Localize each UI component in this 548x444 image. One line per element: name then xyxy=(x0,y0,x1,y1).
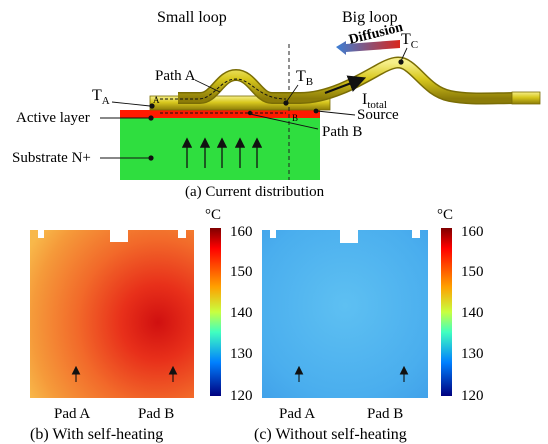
t-c-label: TC xyxy=(401,31,418,51)
map-b: °C 160 150 140 130 120 Pad A Pad B (b) W… xyxy=(30,207,253,443)
substrate-label: Substrate N+ xyxy=(12,150,91,166)
i-total-arrow xyxy=(324,75,367,95)
tick-c-140: 140 xyxy=(461,305,484,321)
source-label: Source xyxy=(357,107,399,123)
unit-c: °C xyxy=(437,207,453,223)
caption-a: (a) Current distribution xyxy=(185,184,325,200)
small-loop-label: Small loop xyxy=(157,9,227,26)
i-total-label: Itotal xyxy=(362,91,387,111)
path-a-label: Path A xyxy=(155,68,196,84)
pad-a-label-b: Pad A xyxy=(54,406,90,422)
map-c-heat xyxy=(262,230,428,398)
map-c: °C 160 150 140 130 120 Pad A Pad B (c) W… xyxy=(254,207,484,443)
wire-end xyxy=(511,91,541,105)
small-a-label: A xyxy=(153,95,160,105)
caption-c: (c) Without self-heating xyxy=(254,426,407,443)
big-loop-label: Big loop xyxy=(342,9,398,26)
substrate-dot xyxy=(148,155,154,161)
tick-b-140: 140 xyxy=(230,305,253,321)
caption-b: (b) With self-heating xyxy=(30,426,163,443)
substrate-block xyxy=(120,118,320,180)
pad-b-label-b: Pad B xyxy=(138,406,174,422)
t-a-dot xyxy=(149,103,155,109)
pad-a-label-c: Pad A xyxy=(279,406,315,422)
path-b-label: Path B xyxy=(322,124,362,140)
tick-c-150: 150 xyxy=(461,264,484,280)
small-b-label: B xyxy=(292,113,298,123)
active-layer-block xyxy=(120,110,320,118)
substrate-current-arrows xyxy=(181,137,263,168)
source-dot xyxy=(313,108,319,114)
t-c-dot xyxy=(398,59,404,65)
unit-b: °C xyxy=(205,207,221,223)
path-a-line xyxy=(160,78,287,100)
tick-b-160: 160 xyxy=(230,224,253,240)
tick-b-130: 130 xyxy=(230,346,253,362)
diffusion-arrow xyxy=(336,40,400,55)
tick-b-120: 120 xyxy=(230,388,253,404)
t-a-label: TA xyxy=(92,87,110,107)
tick-c-120: 120 xyxy=(461,388,484,404)
tick-c-130: 130 xyxy=(461,346,484,362)
t-b-dot xyxy=(283,100,289,106)
colorbar-c xyxy=(441,228,452,396)
tick-c-160: 160 xyxy=(461,224,484,240)
pad-b-label-c: Pad B xyxy=(367,406,403,422)
active-layer-label: Active layer xyxy=(16,110,90,126)
map-b-heat xyxy=(30,230,194,398)
active-layer-dot xyxy=(148,115,154,121)
t-b-label: TB xyxy=(296,68,313,88)
tick-b-150: 150 xyxy=(230,264,253,280)
colorbar-b xyxy=(210,228,221,396)
